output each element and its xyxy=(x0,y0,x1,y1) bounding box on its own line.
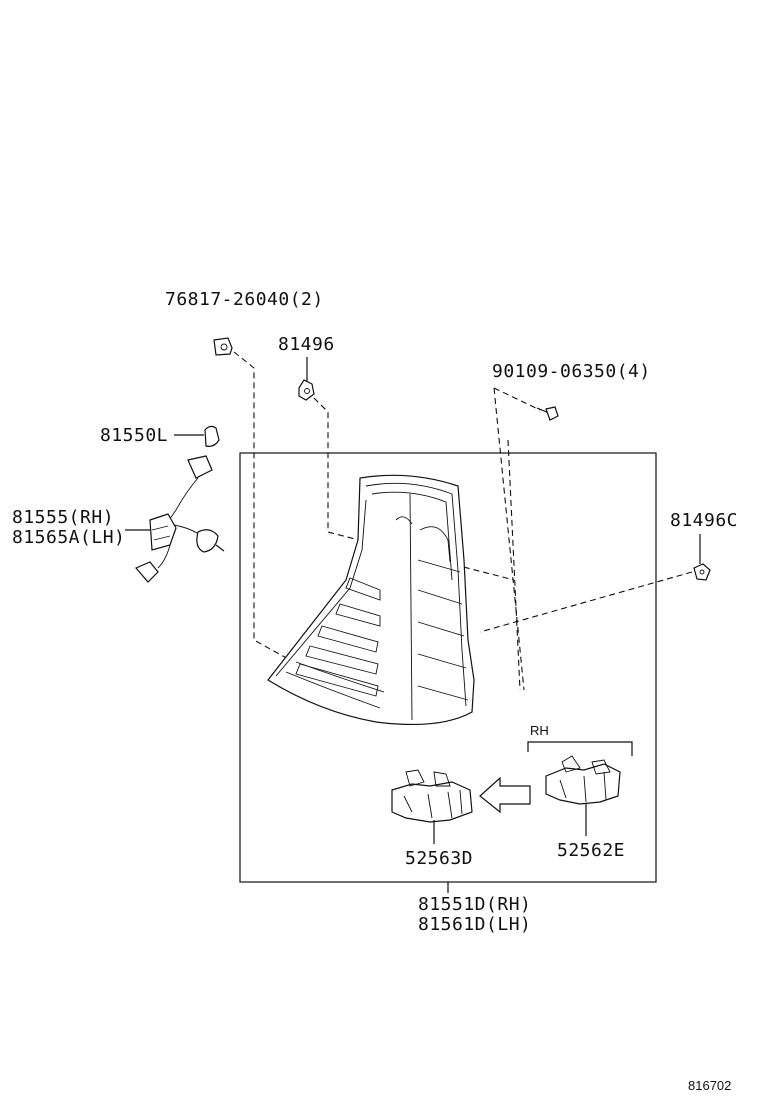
part-label-90109-06350[interactable]: 90109-06350(4) xyxy=(492,361,651,382)
bracket-label-rh: RH xyxy=(530,723,549,738)
leader-screw-b xyxy=(493,387,525,691)
part-label-81496[interactable]: 81496 xyxy=(278,334,335,355)
leader-81496c-dash xyxy=(479,571,693,633)
arrow-icon xyxy=(479,776,531,814)
part-label-52562e[interactable]: 52562E xyxy=(557,840,625,861)
bulb-icon[interactable] xyxy=(204,425,220,447)
part-label-81496c[interactable]: 81496C xyxy=(670,510,738,531)
leader-screw-c xyxy=(507,439,521,691)
part-label-81561d-lh[interactable]: 81561D(LH) xyxy=(418,914,531,935)
part-label-81551d-rh[interactable]: 81551D(RH) xyxy=(418,894,531,915)
tail-lamp-icon[interactable] xyxy=(267,474,475,726)
leader-clip xyxy=(233,351,291,661)
part-label-81555-rh[interactable]: 81555(RH) xyxy=(12,507,114,528)
screw-icon[interactable] xyxy=(536,406,559,421)
leader-screw-a xyxy=(493,387,541,411)
part-label-76817-26040[interactable]: 76817-26040(2) xyxy=(165,289,324,310)
grommet-icon-81496c[interactable] xyxy=(693,563,711,581)
diagram-id: 816702 xyxy=(688,1078,731,1093)
clip-icon[interactable] xyxy=(213,337,233,356)
part-label-81550l[interactable]: 81550L xyxy=(100,425,168,446)
cover-icon-52562e[interactable] xyxy=(545,755,621,805)
socket-wiring-icon[interactable] xyxy=(135,455,225,583)
part-label-52563d[interactable]: 52563D xyxy=(405,848,473,869)
rh-bracket xyxy=(527,741,633,756)
part-label-81565a-lh[interactable]: 81565A(LH) xyxy=(12,527,125,548)
grommet-icon[interactable] xyxy=(298,379,315,401)
cover-icon-52563d[interactable] xyxy=(391,769,473,823)
